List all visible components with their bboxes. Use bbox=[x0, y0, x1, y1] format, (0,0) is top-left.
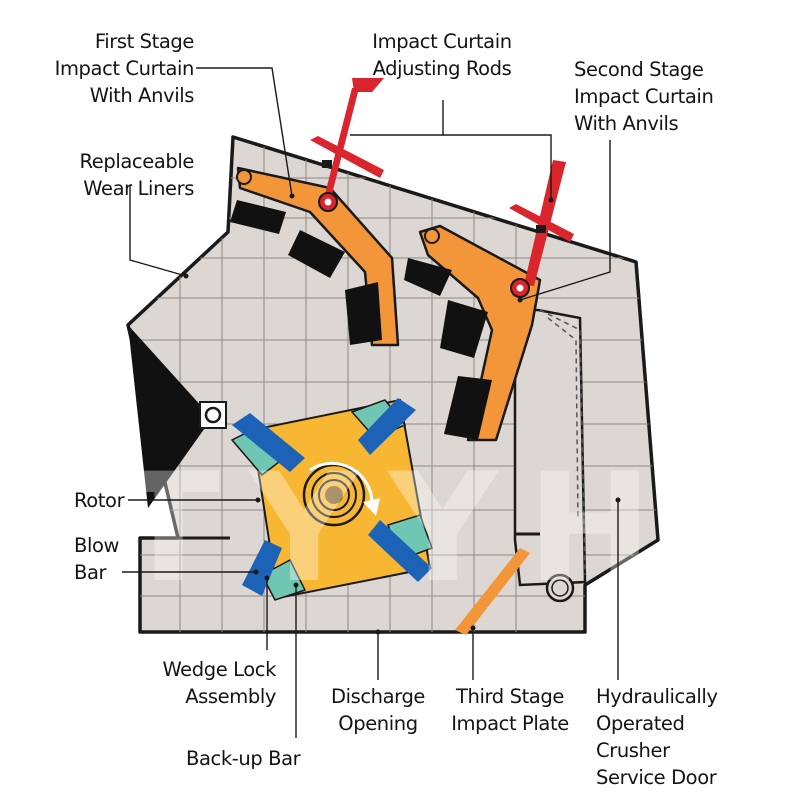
leader-lines bbox=[122, 67, 619, 738]
feed-wedge bbox=[128, 325, 212, 508]
label-second-stage: Second Stage Impact Curtain With Anvils bbox=[574, 58, 714, 135]
service-door bbox=[513, 308, 587, 603]
label-service-door: Hydraulically Operated Crusher Service D… bbox=[596, 685, 718, 789]
first-stage-curtain bbox=[230, 166, 400, 347]
second-stage-anvils bbox=[404, 258, 492, 440]
label-first-stage: First Stage Impact Curtain With Anvils bbox=[54, 30, 195, 107]
label-wear-liners: Replaceable Wear Liners bbox=[79, 150, 195, 200]
label-wedge-lock: Wedge Lock Assembly bbox=[162, 658, 276, 708]
first-stage-anvils bbox=[230, 200, 382, 345]
second-stage-curtain bbox=[404, 224, 542, 442]
blow-bars bbox=[232, 398, 432, 596]
third-stage-impact-plate bbox=[455, 548, 530, 635]
rotor bbox=[230, 398, 433, 601]
watermark: TYYH bbox=[117, 442, 682, 616]
label-adjusting-rods: Impact Curtain Adjusting Rods bbox=[372, 30, 512, 80]
adjusting-rod-2 bbox=[509, 160, 574, 298]
label-backup-bar: Back-up Bar bbox=[186, 747, 301, 770]
label-third-stage: Third Stage Impact Plate bbox=[451, 685, 569, 735]
leader-dots bbox=[183, 193, 621, 635]
label-rotor: Rotor bbox=[74, 489, 125, 512]
bolt-icon bbox=[204, 406, 222, 424]
adjusting-rod-1 bbox=[310, 78, 384, 212]
rotation-arrow-icon bbox=[309, 461, 374, 506]
label-discharge: Discharge Opening bbox=[330, 685, 426, 735]
label-blow-bar: Blow Bar bbox=[74, 534, 120, 584]
